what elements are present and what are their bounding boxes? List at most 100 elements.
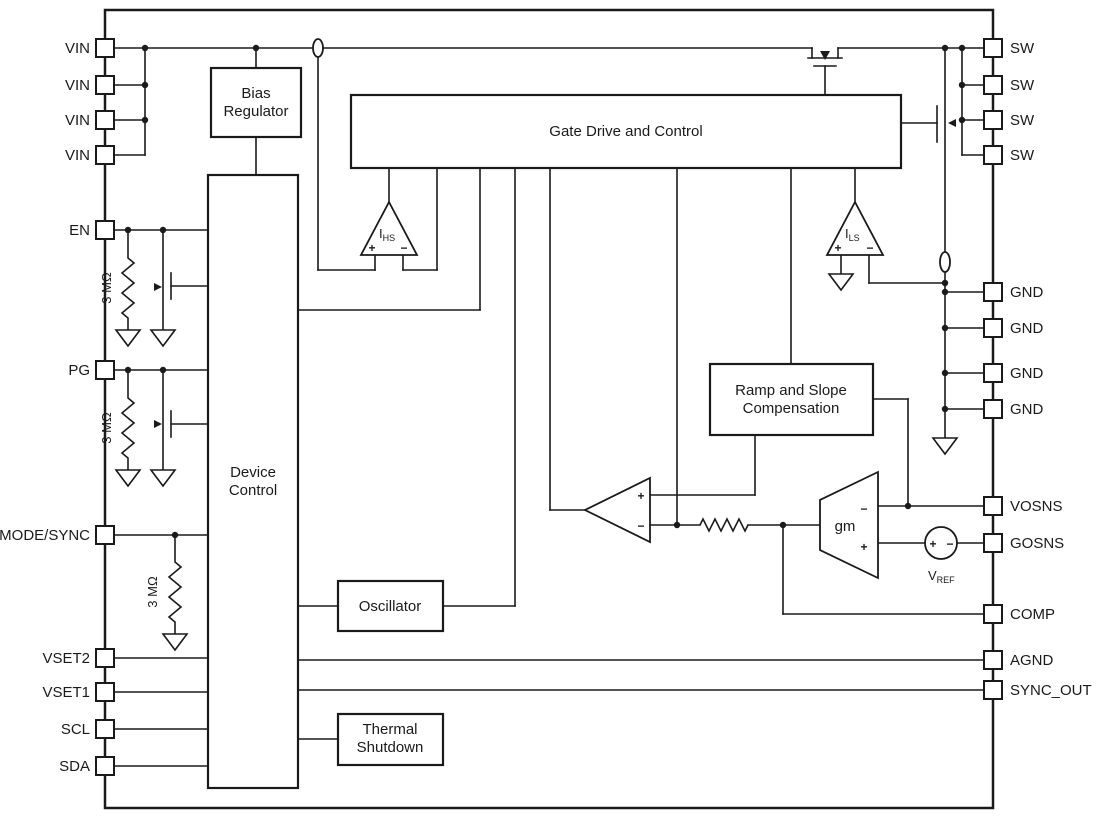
ground-icon <box>149 329 177 348</box>
block-label: Control <box>229 482 277 499</box>
pins-left: VIN VIN VIN VIN EN PG MODE/SYNC VSET2 <box>0 38 115 776</box>
pin-label: GND <box>1010 320 1044 337</box>
mosfet-arrow-icon <box>948 119 956 127</box>
mosfet-arrow-icon <box>820 51 830 60</box>
pin-label: VOSNS <box>1010 498 1063 515</box>
minus-sign: − <box>860 502 867 516</box>
pin-gnd-4: GND <box>983 399 1044 419</box>
resistor-label: 3 MΩ <box>99 272 114 304</box>
pin-label: VIN <box>65 40 90 57</box>
ground-symbols <box>114 273 959 652</box>
amp-label: gm <box>835 518 856 535</box>
pin-label: VIN <box>65 147 90 164</box>
plus-sign: + <box>368 241 375 255</box>
pin-vin-1: VIN <box>65 38 115 58</box>
pin-label: VIN <box>65 77 90 94</box>
pin-en: EN <box>69 220 115 240</box>
pin-label: VSET1 <box>42 684 90 701</box>
plus-sign: + <box>929 537 936 551</box>
pin-vin-2: VIN <box>65 75 115 95</box>
ils-comparator: ILS + − <box>825 200 885 256</box>
ground-icon <box>114 469 142 488</box>
pin-label: SDA <box>59 758 90 775</box>
block-label: Regulator <box>223 103 288 120</box>
amp-label: ILS <box>845 226 860 243</box>
block-ramp-slope-compensation: Ramp and Slope Compensation <box>708 362 875 437</box>
pin-gnd-2: GND <box>983 318 1044 338</box>
block-label: Bias <box>241 85 270 102</box>
minus-sign: − <box>637 519 644 533</box>
junction-dots <box>124 44 966 539</box>
block-device-control: Device Control <box>206 173 300 790</box>
pin-pg: PG <box>68 360 115 380</box>
resistor-mode-sync-3mohm: 3 MΩ <box>145 535 183 634</box>
pin-mode-sync: MODE/SYNC <box>0 525 115 545</box>
pin-label: GND <box>1010 365 1044 382</box>
resistor-feedback <box>699 517 749 533</box>
pin-label: GOSNS <box>1010 535 1064 552</box>
pulldown-fet-pg <box>154 420 162 428</box>
pin-label: VIN <box>65 112 90 129</box>
amp-label: IHS <box>379 226 395 243</box>
resistor-en-3mohm: 3 MΩ <box>99 230 136 330</box>
pin-sync-out: SYNC_OUT <box>983 680 1092 700</box>
block-label: Gate Drive and Control <box>549 123 702 140</box>
pin-gosns: GOSNS <box>983 533 1064 553</box>
mosfet-arrow-icon <box>154 283 162 291</box>
hs-mosfet <box>820 51 830 60</box>
vref-source: + − VREF <box>924 526 958 585</box>
minus-sign: − <box>400 241 407 255</box>
ls-mosfet <box>948 119 956 127</box>
current-sense-ellipse-vin <box>312 38 324 58</box>
resistor-pg-3mohm: 3 MΩ <box>99 370 136 470</box>
plus-sign: + <box>637 489 644 503</box>
pin-sw-2: SW <box>983 75 1035 95</box>
pin-label: SW <box>1010 77 1035 94</box>
resistor-label: 3 MΩ <box>99 412 114 444</box>
pin-gnd-1: GND <box>983 282 1044 302</box>
ihs-comparator: IHS + − <box>359 200 419 256</box>
pin-sw-3: SW <box>983 110 1035 130</box>
mosfet-arrow-icon <box>154 420 162 428</box>
pin-vin-3: VIN <box>65 110 115 130</box>
pin-sda: SDA <box>59 756 115 776</box>
current-sense-ellipse-gnd <box>939 251 951 273</box>
pin-label: SYNC_OUT <box>1010 682 1092 699</box>
pin-label: SCL <box>61 721 90 738</box>
pin-label: SW <box>1010 40 1035 57</box>
pin-agnd: AGND <box>983 650 1054 670</box>
pin-sw-1: SW <box>983 38 1035 58</box>
pin-gnd-3: GND <box>983 363 1044 383</box>
ground-icon <box>149 469 177 488</box>
pin-label: MODE/SYNC <box>0 527 90 544</box>
error-amplifier: + − <box>582 476 651 544</box>
block-label: Oscillator <box>359 598 422 615</box>
pin-vin-4: VIN <box>65 145 115 165</box>
pin-label: GND <box>1010 401 1044 418</box>
block-label: Shutdown <box>357 739 424 756</box>
block-gate-drive: Gate Drive and Control <box>349 93 903 170</box>
pin-label: PG <box>68 362 90 379</box>
block-label: Thermal <box>362 721 417 738</box>
block-label: Compensation <box>743 400 840 417</box>
block-thermal-shutdown: Thermal Shutdown <box>336 712 445 767</box>
minus-sign: − <box>946 537 953 551</box>
block-oscillator: Oscillator <box>336 579 445 633</box>
pin-label: GND <box>1010 284 1044 301</box>
pin-vset1: VSET1 <box>42 682 115 702</box>
gm-amplifier: gm − + <box>819 470 879 580</box>
pulldown-fet-en <box>154 283 162 291</box>
pin-comp: COMP <box>983 604 1055 624</box>
ground-icon <box>931 437 959 456</box>
pin-sw-4: SW <box>983 145 1035 165</box>
pin-label: EN <box>69 222 90 239</box>
vref-label: VREF <box>928 568 955 585</box>
pin-scl: SCL <box>61 719 115 739</box>
pin-label: SW <box>1010 147 1035 164</box>
block-bias-regulator: Bias Regulator <box>209 66 303 139</box>
pins-right: SW SW SW SW GND GND GND GND <box>983 38 1092 700</box>
ground-icon <box>114 329 142 348</box>
pin-vset2: VSET2 <box>42 648 115 668</box>
